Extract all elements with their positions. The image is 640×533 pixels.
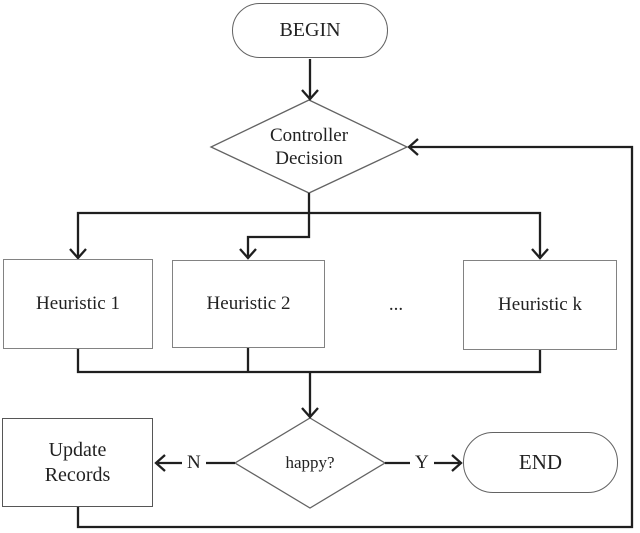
heuristic-1-label: Heuristic 1 bbox=[36, 293, 120, 314]
controller-label-line1: Controller bbox=[269, 125, 349, 146]
happy-diamond bbox=[233, 417, 387, 509]
controller-label-line2: Decision bbox=[275, 148, 343, 169]
update-label-line2: Records bbox=[44, 463, 111, 486]
node-happy: happy? bbox=[260, 452, 360, 474]
arrowhead-heuristic1 bbox=[69, 248, 87, 260]
arrowhead-controller-right bbox=[407, 138, 419, 156]
begin-label: BEGIN bbox=[279, 19, 341, 41]
edge-controller-to-heuristic2 bbox=[246, 193, 311, 256]
edge-label-n: N bbox=[182, 451, 206, 475]
happy-label: happy? bbox=[285, 453, 335, 472]
node-begin: BEGIN bbox=[232, 3, 388, 58]
node-heuristic-2: Heuristic 2 bbox=[172, 260, 325, 348]
update-label-line1: Update bbox=[48, 438, 107, 461]
heuristic-k-label: Heuristic k bbox=[498, 294, 582, 315]
heuristic-ellipsis-label: ... bbox=[388, 294, 404, 315]
node-heuristic-k: Heuristic k bbox=[463, 260, 617, 350]
edge-update-loopback bbox=[76, 145, 634, 529]
node-update-records: Update Records bbox=[2, 418, 153, 507]
arrowhead-controller-top bbox=[301, 89, 319, 101]
edge-label-y: Y bbox=[410, 451, 434, 475]
edge-fanin-bus bbox=[76, 349, 542, 374]
node-controller-decision: Controller Decision bbox=[234, 122, 384, 172]
arrowhead-end bbox=[451, 454, 463, 472]
heuristic-2-label: Heuristic 2 bbox=[206, 293, 291, 314]
edge-fanout-bus bbox=[76, 211, 542, 256]
arrowhead-happy-top bbox=[301, 407, 319, 419]
arrowhead-update-records bbox=[154, 454, 166, 472]
arrowhead-heuristic2 bbox=[239, 248, 257, 260]
node-end: END bbox=[463, 432, 618, 493]
arrowhead-heuristick bbox=[531, 248, 549, 260]
node-heuristic-1: Heuristic 1 bbox=[3, 259, 153, 349]
end-label: END bbox=[518, 450, 563, 474]
